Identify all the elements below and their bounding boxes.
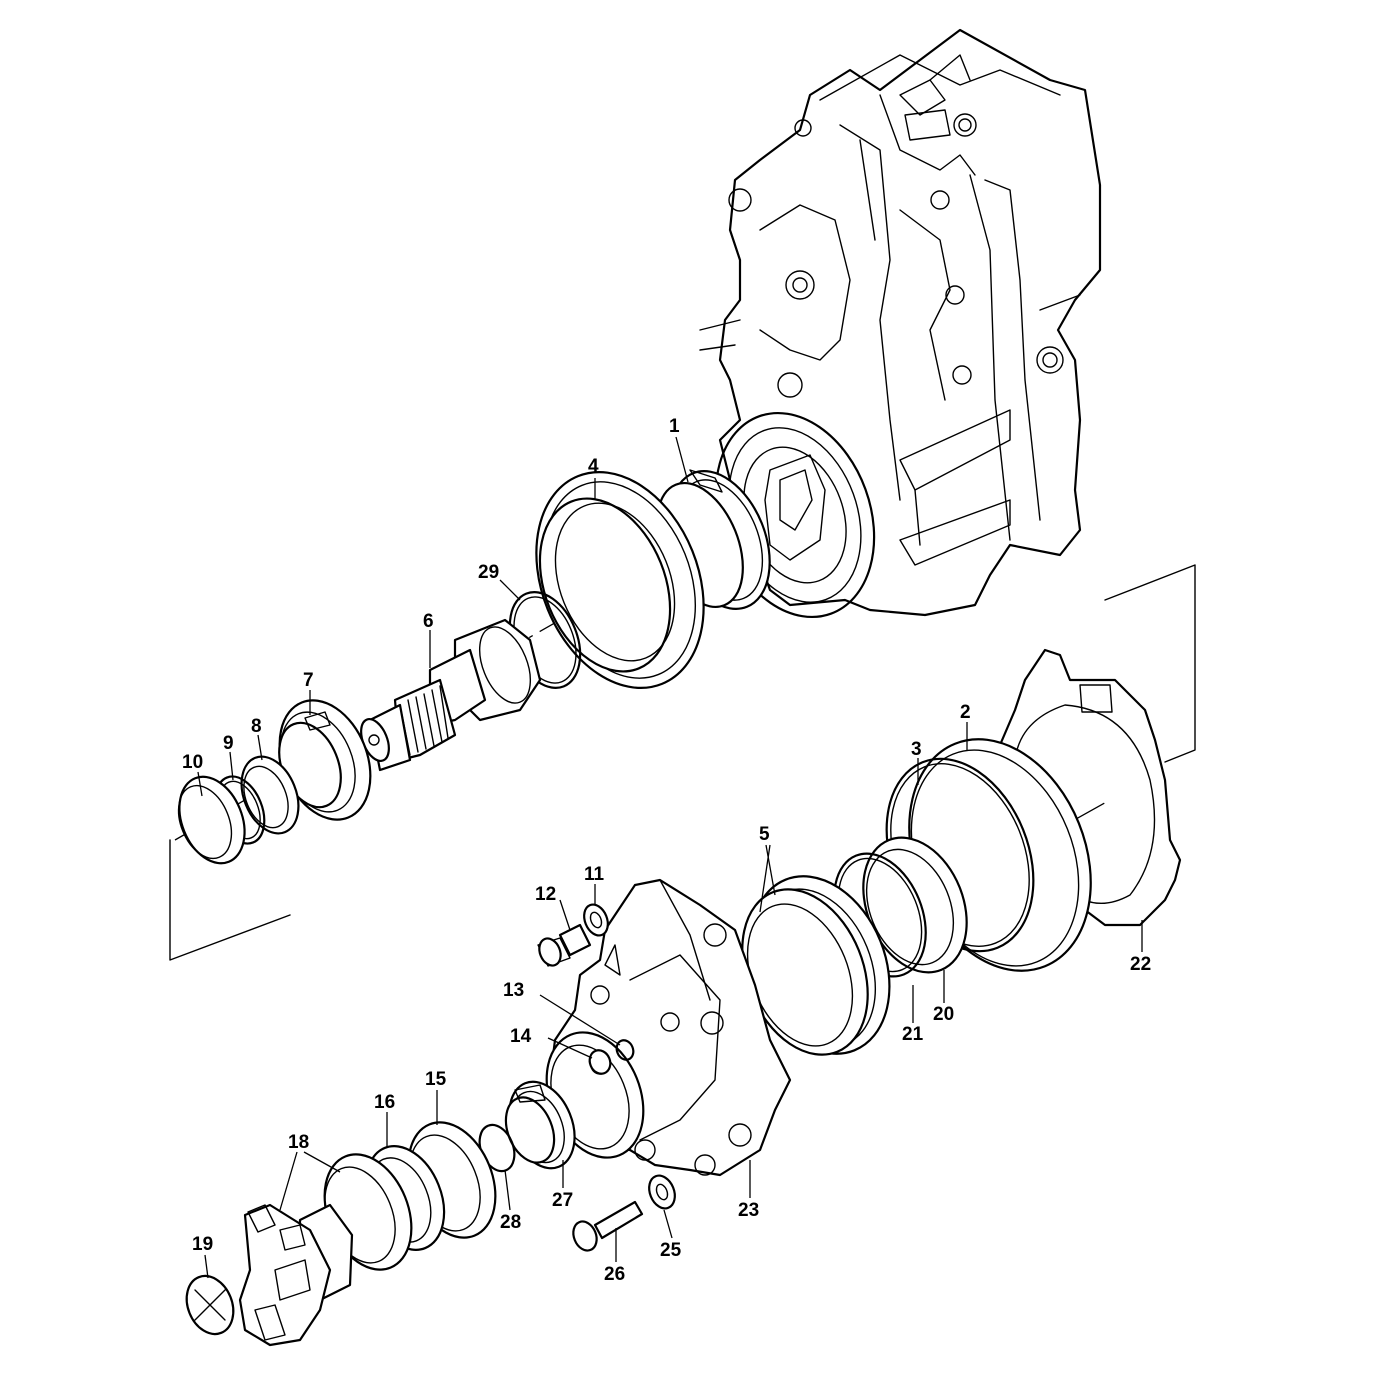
label-part-1: 1 bbox=[669, 416, 680, 437]
center-line-right-bracket bbox=[1104, 564, 1196, 763]
label-part-12: 12 bbox=[535, 884, 556, 905]
label-part-26: 26 bbox=[604, 1264, 625, 1285]
part-4-housing-ring bbox=[535, 471, 705, 689]
leader-lines bbox=[197, 436, 1143, 1279]
center-line-left-bracket bbox=[169, 839, 291, 961]
label-part-3: 3 bbox=[911, 739, 922, 760]
label-part-8: 8 bbox=[251, 716, 262, 737]
part-19-cap bbox=[185, 1274, 235, 1336]
label-part-15: 15 bbox=[425, 1069, 447, 1090]
label-part-13: 13 bbox=[503, 980, 524, 1001]
label-part-7: 7 bbox=[303, 670, 314, 691]
label-part-20: 20 bbox=[933, 1004, 954, 1025]
part-8-ring bbox=[240, 755, 300, 835]
label-part-2: 2 bbox=[960, 702, 971, 723]
label-part-22: 22 bbox=[1130, 954, 1151, 975]
label-part-18: 18 bbox=[288, 1132, 309, 1153]
label-part-16: 16 bbox=[374, 1092, 395, 1113]
label-part-9: 9 bbox=[223, 733, 234, 754]
label-part-23: 23 bbox=[738, 1200, 759, 1221]
label-part-5: 5 bbox=[759, 824, 770, 845]
part-14-plug bbox=[588, 1049, 612, 1075]
label-part-19: 19 bbox=[192, 1234, 213, 1255]
label-part-11: 11 bbox=[584, 864, 605, 885]
label-part-21: 21 bbox=[902, 1024, 924, 1045]
part-25-washer bbox=[648, 1174, 676, 1210]
gearbox-housing bbox=[699, 28, 1102, 619]
label-part-29: 29 bbox=[478, 562, 499, 583]
label-part-6: 6 bbox=[423, 611, 434, 632]
part-12-bolt bbox=[537, 923, 592, 967]
label-part-25: 25 bbox=[660, 1240, 682, 1261]
part-26-bolt bbox=[572, 1200, 644, 1252]
part-6-shaft bbox=[360, 618, 542, 772]
part-number-labels: 1 4 29 6 7 8 9 10 2 3 5 11 12 13 14 22 2… bbox=[182, 416, 1151, 1285]
part-27-bearing bbox=[504, 1080, 576, 1170]
label-part-4: 4 bbox=[588, 456, 599, 477]
part-10-seal bbox=[177, 775, 246, 865]
part-5-ring-set bbox=[741, 875, 891, 1056]
label-part-10: 10 bbox=[182, 752, 203, 773]
label-part-28: 28 bbox=[500, 1212, 521, 1233]
label-part-27: 27 bbox=[552, 1190, 573, 1211]
part-13-o-ring bbox=[615, 1039, 635, 1061]
part-23-output-housing bbox=[545, 878, 792, 1177]
label-part-14: 14 bbox=[510, 1026, 532, 1047]
part-18-yoke bbox=[238, 1153, 413, 1347]
part-7-bearing bbox=[278, 699, 372, 821]
part-11-washer bbox=[583, 903, 609, 937]
